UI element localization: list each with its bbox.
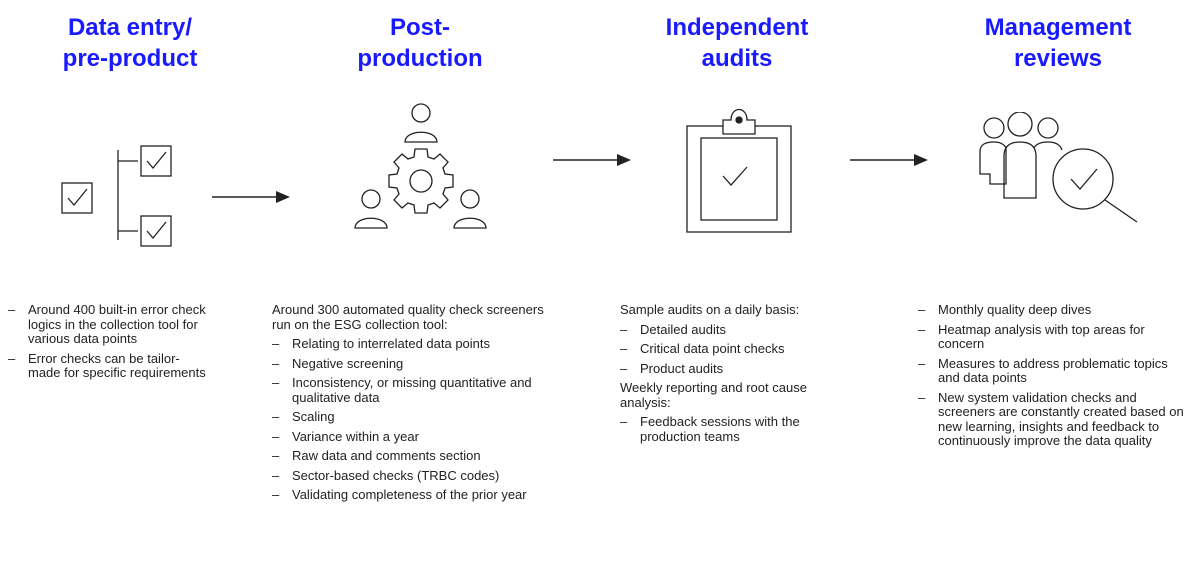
list-item: Sector-based checks (TRBC codes) [272, 468, 562, 484]
stage-3-intro: Sample audits on a daily basis: [620, 302, 800, 317]
stage-4-list: Monthly quality deep dives Heatmap analy… [918, 302, 1190, 454]
stage-2-list: Around 300 automated quality check scree… [272, 302, 562, 508]
stage-4-title: Management reviews [948, 12, 1168, 74]
arrow-right-icon [850, 154, 928, 166]
list-item: Feedback sessions with the production te… [620, 414, 860, 444]
list-item: Measures to address problematic topics a… [918, 356, 1190, 386]
stage-3-list: Sample audits on a daily basis: Detailed… [620, 302, 860, 449]
stage-1-title-line-2: pre-product [62, 45, 198, 72]
list-item: Negative screening [272, 356, 562, 372]
stage-1-title-line-1: Data entry/ [67, 14, 193, 41]
arrow-right-icon [212, 191, 290, 203]
checkbox-tree-icon [61, 145, 172, 247]
stage-2-title-line-1: Post- [390, 14, 450, 41]
list-item: Critical data point checks [620, 341, 860, 357]
stage-3-title: Independent audits [627, 12, 847, 74]
team-gear-icon [354, 103, 487, 229]
clipboard-check-icon [686, 108, 792, 233]
stage-4-title-line-1: Management [984, 14, 1132, 41]
list-item: Raw data and comments section [272, 448, 562, 464]
list-item: Around 400 built-in error check logics i… [8, 302, 208, 347]
list-item: Validating completeness of the prior yea… [272, 487, 562, 503]
stage-3-intro-2: Weekly reporting and root cause analysis… [620, 380, 807, 410]
list-item: Detailed audits [620, 322, 860, 338]
list-item: New system validation checks and screene… [918, 390, 1190, 449]
stage-2-title-line-2: production [357, 45, 483, 72]
list-item: Variance within a year [272, 429, 562, 445]
list-item: Heatmap analysis with top areas for conc… [918, 322, 1190, 352]
arrow-right-icon [553, 154, 631, 166]
list-item: Monthly quality deep dives [918, 302, 1190, 318]
list-item: Inconsistency, or missing quantitative a… [272, 375, 562, 405]
list-item: Scaling [272, 409, 562, 425]
list-item: Relating to interrelated data points [272, 336, 562, 352]
stage-1-list: Around 400 built-in error check logics i… [8, 302, 208, 386]
stage-3-title-line-2: audits [701, 45, 773, 72]
stage-1-title: Data entry/ pre-product [20, 12, 240, 74]
stage-3-title-line-1: Independent [665, 14, 809, 41]
stage-4-title-line-2: reviews [1013, 45, 1103, 72]
people-magnifier-icon [979, 112, 1138, 223]
list-item: Product audits [620, 361, 860, 377]
stage-2-intro: Around 300 automated quality check scree… [272, 302, 544, 332]
list-item: Error checks can be tailor-made for spec… [8, 351, 208, 381]
stage-2-title: Post- production [310, 12, 530, 74]
